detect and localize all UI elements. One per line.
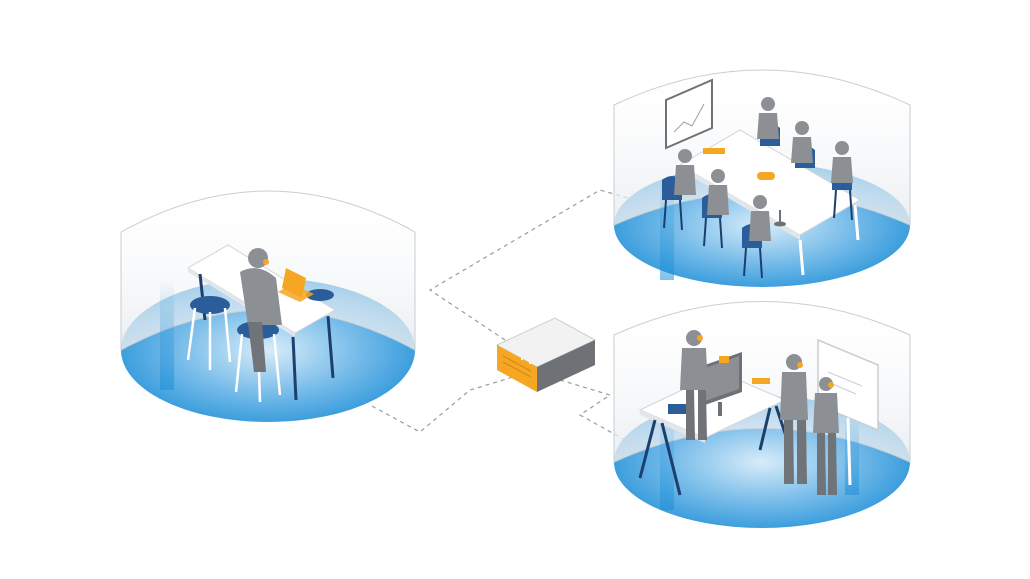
headset-icon — [828, 382, 834, 388]
monitor-icon — [702, 352, 742, 416]
meeting-person — [674, 149, 696, 195]
meeting-person — [757, 97, 779, 139]
meeting-people — [674, 97, 853, 241]
meeting-person — [831, 141, 853, 183]
headset-icon — [797, 362, 803, 368]
huddle-people — [680, 330, 839, 495]
video-bar-icon — [703, 148, 725, 154]
link-hub-to-desk — [369, 374, 521, 433]
zone-huddle — [613, 301, 911, 528]
link-hub-to-desk-upper — [428, 189, 636, 341]
huddle-person — [813, 377, 839, 495]
zone-meeting — [613, 69, 911, 287]
speakerphone-icon — [757, 172, 775, 180]
hub-front — [497, 345, 537, 392]
meeting-person — [707, 169, 729, 215]
meeting-person — [791, 121, 813, 163]
network-switch-icon — [495, 317, 597, 392]
desk-stool-3 — [306, 289, 334, 301]
hub-side — [537, 340, 595, 392]
books-icon — [668, 404, 694, 414]
huddle-light-beam — [660, 415, 674, 510]
desk-person — [240, 248, 282, 372]
laptop-icon — [278, 268, 314, 302]
microphone-icon — [774, 210, 786, 227]
video-bar-icon — [752, 378, 770, 384]
desk-light-beam — [160, 280, 174, 390]
huddle-person — [680, 330, 708, 440]
meeting-person — [749, 195, 771, 241]
link-hub-to-huddle — [559, 379, 626, 441]
huddle-person — [780, 354, 808, 484]
meeting-light-beam — [660, 180, 674, 280]
meeting-whiteboard — [665, 78, 713, 150]
headset-icon — [697, 335, 703, 341]
headset-icon — [263, 259, 269, 265]
antenna-icon — [521, 340, 531, 364]
desk-stool-1 — [186, 296, 232, 370]
zone-desk — [120, 190, 416, 422]
